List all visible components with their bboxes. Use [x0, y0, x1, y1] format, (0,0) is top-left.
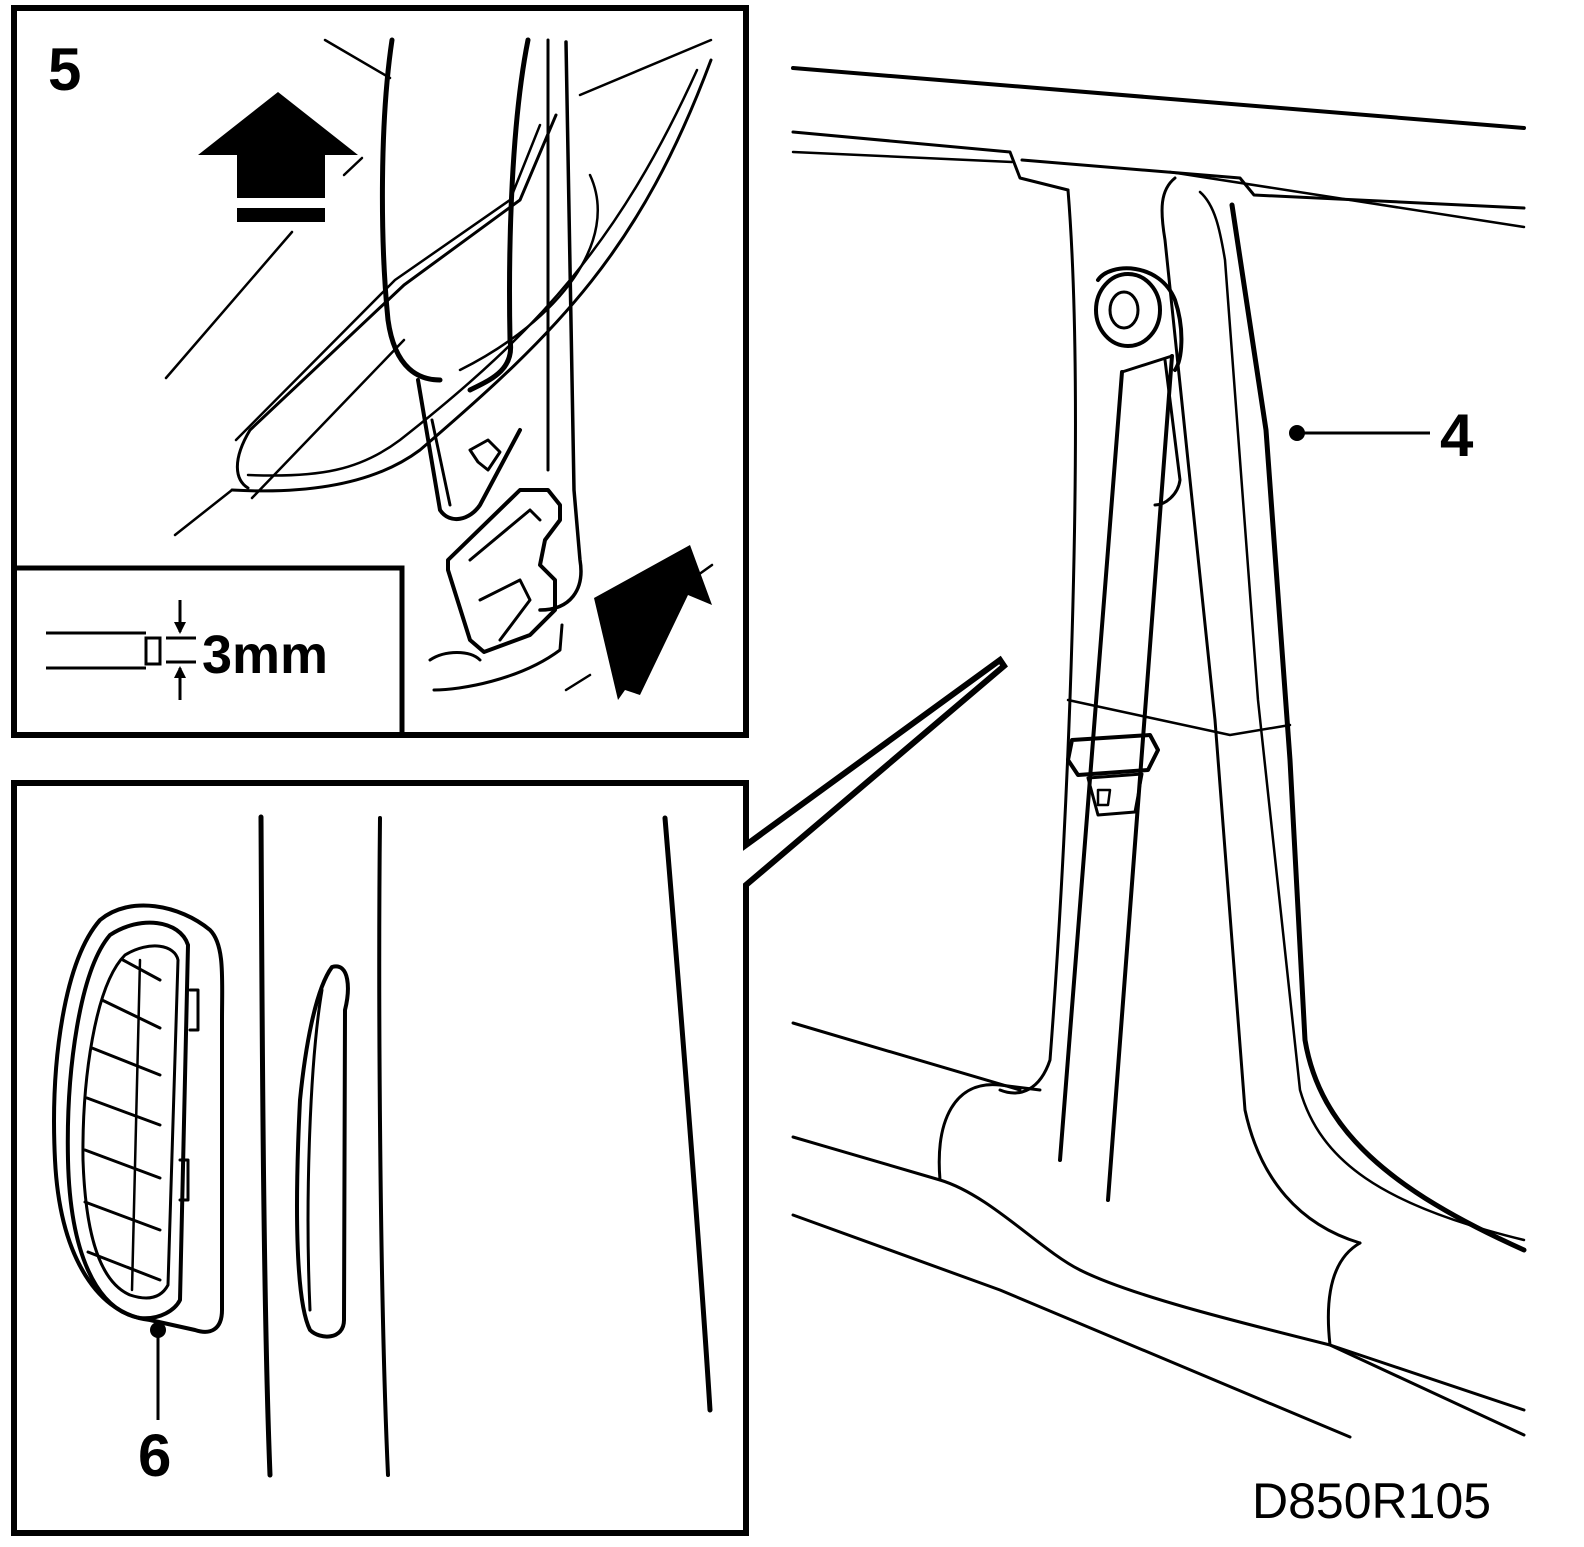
callout-6-label: 6: [138, 1422, 171, 1489]
main-view-pillar: [791, 66, 1527, 1439]
arrow-up-with-bar-icon: [198, 92, 358, 222]
gap-detail-box: 3mm: [11, 565, 405, 738]
inset-vent: 6: [11, 655, 1008, 1536]
arrow-diagonal-up-right-icon: [594, 545, 712, 700]
inset-step-5: 5: [11, 5, 749, 738]
callout-6: 6: [138, 1322, 171, 1489]
callout-4-label: 4: [1440, 402, 1474, 469]
step-5-number: 5: [48, 36, 81, 103]
figure-reference-code: D850R105: [1252, 1473, 1491, 1529]
callout-4: 4: [1289, 402, 1474, 469]
gap-dimension-label: 3mm: [202, 625, 328, 685]
inset-step-5-drawing: [164, 37, 714, 692]
gap-detail-frame: [11, 565, 405, 738]
gap-detail-drawing: [46, 600, 196, 700]
inset-vent-drawing: [52, 814, 713, 1478]
